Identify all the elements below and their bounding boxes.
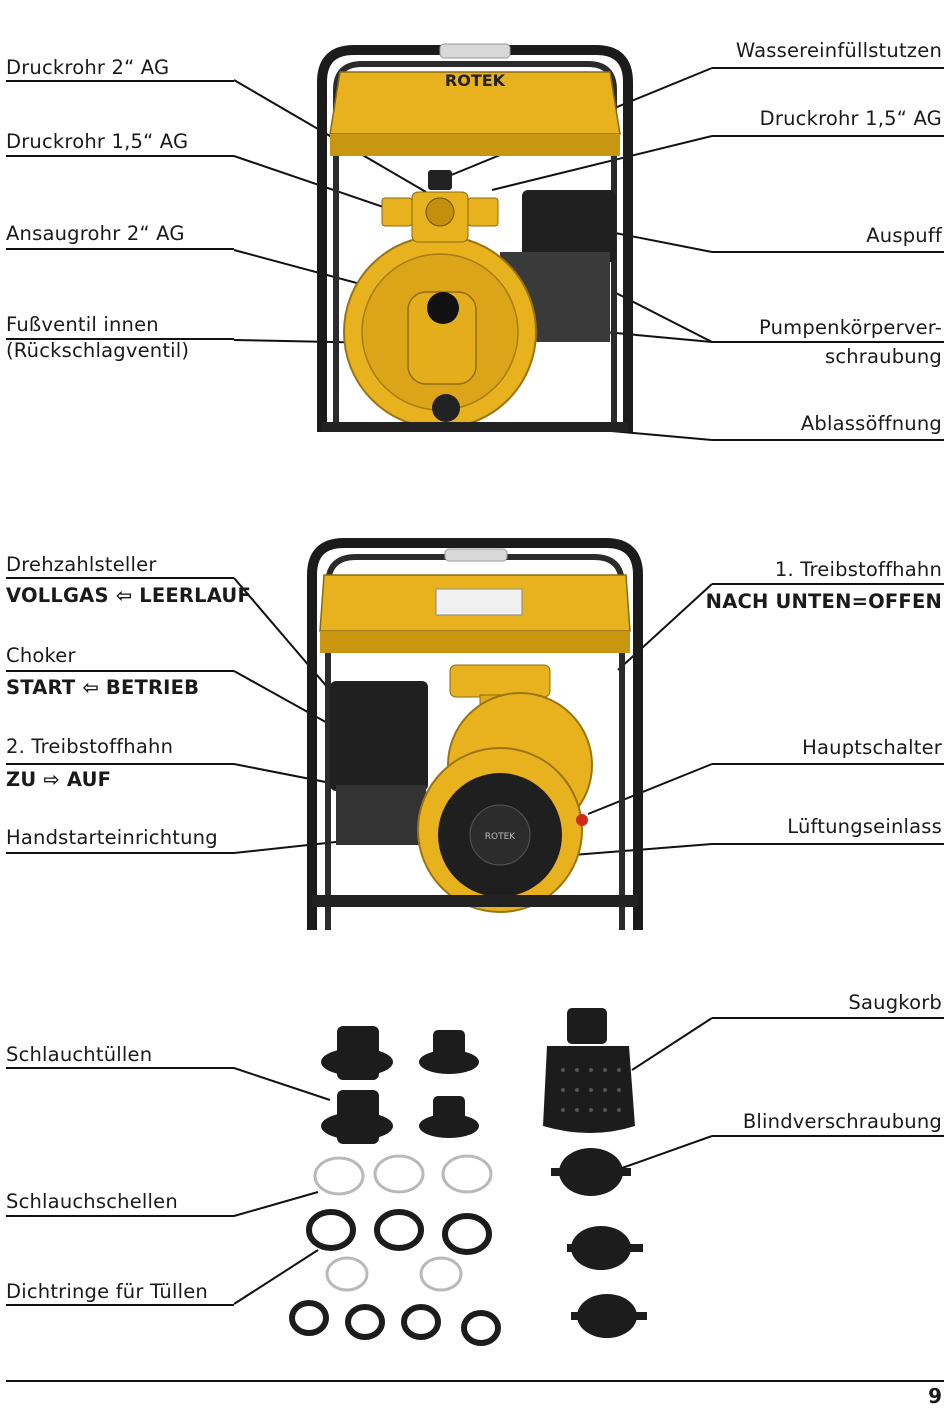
label-start-betrieb: START ⇦ BETRIEB <box>6 676 200 699</box>
label-underline <box>6 763 234 765</box>
label-druckrohr-1-5-right: Druckrohr 1,5“ AG <box>759 107 942 130</box>
label-underline <box>712 843 944 845</box>
label-blindverschraubung: Blindverschraubung <box>742 1110 942 1133</box>
page-number: 9 <box>928 1384 942 1408</box>
label-underline <box>712 583 944 585</box>
label-underline <box>6 670 234 672</box>
accessories-figure <box>289 1008 647 1346</box>
label-handstarteinrichtung: Handstarteinrichtung <box>6 826 218 849</box>
label-choker: Choker <box>6 644 76 667</box>
label-underline <box>6 1304 234 1306</box>
label-underline <box>6 577 234 579</box>
label-zu-auf: ZU ⇨ AUF <box>6 768 112 791</box>
label-schlauchtuellen: Schlauchtüllen <box>6 1043 153 1066</box>
label-pumpenkoerperverschraubung-1: Pumpenkörperver- <box>759 316 942 339</box>
label-drehzahlsteller: Drehzahlsteller <box>6 553 157 576</box>
pump-side-view-figure: ROTEK <box>307 538 643 930</box>
starter-brand-logo: ROTEK <box>485 832 517 842</box>
label-auspuff: Auspuff <box>866 224 942 247</box>
label-lueftungseinlass: Lüftungseinlass <box>787 815 942 838</box>
label-underline <box>712 251 944 253</box>
label-underline <box>712 67 944 69</box>
label-ansaugrohr: Ansaugrohr 2“ AG <box>6 222 185 245</box>
label-dichtringe: Dichtringe für Tüllen <box>6 1280 208 1303</box>
label-underline <box>712 1135 944 1137</box>
footer-rule <box>6 1380 944 1382</box>
label-underline <box>712 763 944 765</box>
label-schlauchschellen: Schlauchschellen <box>6 1190 178 1213</box>
label-underline <box>712 341 944 343</box>
label-rueckschlagventil: (Rückschlagventil) <box>6 339 190 362</box>
label-treibstoffhahn-1: 1. Treibstoffhahn <box>774 558 942 581</box>
label-underline <box>6 852 234 854</box>
label-underline <box>712 135 944 137</box>
label-druckrohr-1-5-left: Druckrohr 1,5“ AG <box>6 130 189 153</box>
label-druckrohr-2: Druckrohr 2“ AG <box>6 56 170 79</box>
label-underline <box>712 439 944 441</box>
label-underline <box>712 1017 944 1019</box>
label-treibstoffhahn-2: 2. Treibstoffhahn <box>6 735 174 758</box>
label-underline <box>6 1067 234 1069</box>
label-underline <box>6 80 234 82</box>
label-underline <box>6 338 234 340</box>
label-ablassoeffnung: Ablassöffnung <box>800 412 942 435</box>
label-wassereinfuellstutzen: Wassereinfüllstutzen <box>735 39 942 62</box>
pump-front-view-figure: ROTEK <box>317 43 633 432</box>
label-fussventil: Fußventil innen <box>6 313 159 336</box>
label-underline <box>6 1215 234 1217</box>
label-vollgas-leerlauf: VOLLGAS ⇦ LEERLAUF <box>6 584 251 607</box>
label-hauptschalter: Hauptschalter <box>802 736 942 759</box>
label-underline <box>6 155 234 157</box>
label-underline <box>6 248 234 250</box>
label-nach-unten-offen: NACH UNTEN=OFFEN <box>705 590 942 613</box>
label-pumpenkoerperverschraubung-2: schraubung <box>824 345 942 368</box>
label-saugkorb: Saugkorb <box>848 991 942 1014</box>
tank-brand-logo: ROTEK <box>445 71 506 90</box>
